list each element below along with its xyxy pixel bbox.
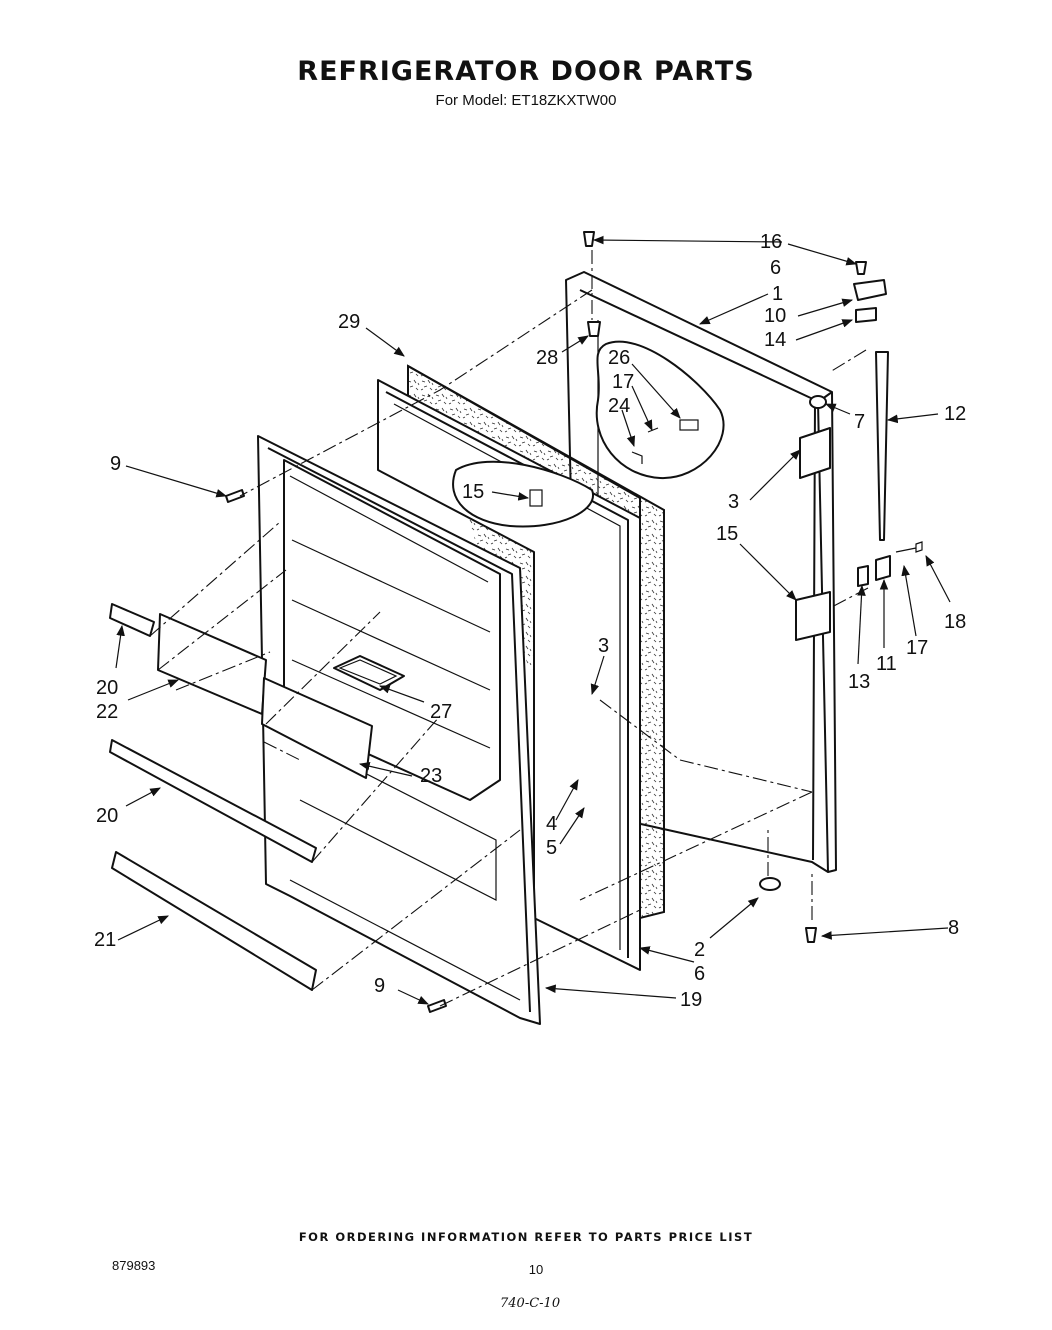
callout-number: 4 [546, 813, 557, 835]
callout-number: 24 [608, 395, 630, 417]
callout-number: 29 [338, 311, 360, 333]
callout-number: 9 [374, 975, 385, 997]
callout-number: 23 [420, 765, 442, 787]
callout-number: 1 [772, 283, 783, 305]
callout-number: 20 [96, 805, 118, 827]
callout-number: 5 [546, 837, 557, 859]
callout-number: 9 [110, 453, 121, 475]
model-subtitle: For Model: ET18ZKXTW00 [435, 92, 617, 109]
callout-number: 3 [728, 491, 739, 513]
callout-number: 8 [948, 917, 959, 939]
callout-number: 3 [598, 635, 609, 657]
callout-leaders [115, 235, 951, 1005]
door-shelves [109, 603, 373, 991]
callout-number: 16 [760, 231, 782, 253]
callout-number: 18 [944, 611, 966, 633]
callout-number: 15 [462, 481, 484, 503]
callout-number: 17 [612, 371, 634, 393]
callout-number: 12 [944, 403, 966, 425]
hinge-parts [225, 231, 923, 1013]
callout-number: 13 [848, 671, 870, 693]
callout-number: 27 [430, 701, 452, 723]
callout-number: 14 [764, 329, 786, 351]
callout-number: 21 [94, 929, 116, 951]
callout-number: 19 [680, 989, 702, 1011]
ordering-note: FOR ORDERING INFORMATION REFER TO PARTS … [298, 1230, 754, 1244]
callout-number: 7 [854, 411, 865, 433]
callout-number: 10 [764, 305, 786, 327]
callout-number: 6 [770, 257, 781, 279]
callout-number: 15 [716, 523, 738, 545]
callout-number: 20 [96, 677, 118, 699]
page-title: REFRIGERATOR DOOR PARTS [297, 56, 755, 87]
callout-number: 22 [96, 701, 118, 723]
callout-number: 6 [694, 963, 705, 985]
page-number: 10 [528, 1262, 544, 1277]
inner-door-liner [257, 435, 541, 1025]
callout-number: 26 [608, 347, 630, 369]
callout-number: 11 [876, 653, 897, 675]
callout-number: 17 [906, 637, 928, 659]
diagram-code: 879893 [112, 1258, 156, 1273]
handwritten-note: 740-C-10 [500, 1296, 561, 1311]
alignment-lines [149, 250, 869, 1007]
callout-number: 28 [536, 347, 558, 369]
callout-number: 2 [694, 939, 705, 961]
